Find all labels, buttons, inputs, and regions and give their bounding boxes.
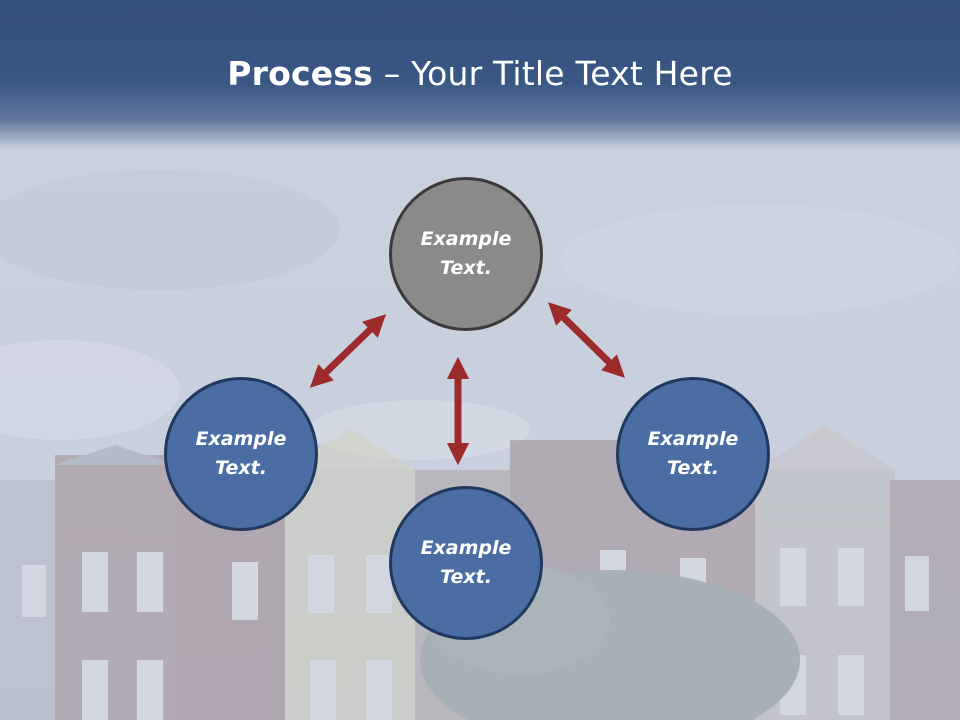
process-node-top[interactable]: Example Text. <box>389 177 543 331</box>
node-label-line2: Text. <box>667 457 719 479</box>
title-text: Your Title Text Here <box>411 54 733 93</box>
node-label-line1: Example <box>647 428 739 450</box>
title-bold-word: Process <box>227 54 373 93</box>
process-node-right[interactable]: Example Text. <box>616 377 770 531</box>
node-label-line1: Example <box>420 228 512 250</box>
title-banner <box>0 0 960 150</box>
process-node-left[interactable]: Example Text. <box>164 377 318 531</box>
process-node-bottom[interactable]: Example Text. <box>389 486 543 640</box>
slide-title[interactable]: Process – Your Title Text Here <box>0 52 960 96</box>
node-label-line2: Text. <box>440 257 492 279</box>
node-label-line2: Text. <box>215 457 267 479</box>
node-label-line2: Text. <box>440 566 492 588</box>
node-label-line1: Example <box>420 537 512 559</box>
node-label-line1: Example <box>195 428 287 450</box>
title-dash: – <box>373 54 412 93</box>
